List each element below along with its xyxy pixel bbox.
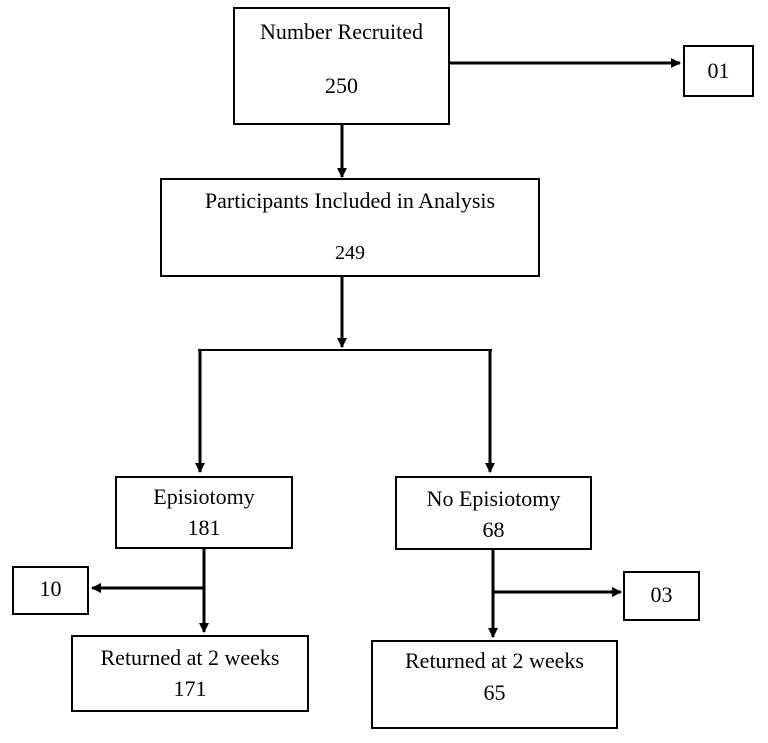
box-no-episiotomy-returned-label: Returned at 2 weeks bbox=[405, 648, 584, 673]
box-episiotomy: Episiotomy 181 bbox=[115, 476, 293, 549]
box-episiotomy-lost: 10 bbox=[12, 566, 89, 615]
box-excluded-initial-value: 01 bbox=[707, 58, 730, 83]
box-no-episiotomy: No Episiotomy 68 bbox=[395, 476, 592, 550]
box-no-episiotomy-value: 68 bbox=[482, 517, 505, 542]
box-episiotomy-returned: Returned at 2 weeks 171 bbox=[71, 635, 309, 712]
box-number-recruited-label: Number Recruited bbox=[259, 19, 424, 44]
box-no-episiotomy-returned-value: 65 bbox=[483, 680, 506, 705]
box-episiotomy-value: 181 bbox=[187, 515, 221, 540]
box-episiotomy-label: Episiotomy bbox=[153, 484, 255, 509]
box-episiotomy-lost-value: 10 bbox=[39, 576, 62, 601]
box-participants-analysis-value: 249 bbox=[335, 242, 365, 264]
box-no-episiotomy-lost-value: 03 bbox=[650, 582, 673, 607]
box-number-recruited: Number Recruited 250 bbox=[233, 7, 450, 125]
box-no-episiotomy-returned: Returned at 2 weeks 65 bbox=[371, 640, 618, 729]
box-participants-analysis-label: Participants Included in Analysis bbox=[204, 188, 496, 213]
box-episiotomy-returned-value: 171 bbox=[173, 676, 207, 701]
box-excluded-initial: 01 bbox=[683, 45, 754, 97]
box-no-episiotomy-label: No Episiotomy bbox=[426, 486, 561, 511]
box-participants-analysis: Participants Included in Analysis 249 bbox=[160, 178, 540, 277]
box-no-episiotomy-lost: 03 bbox=[623, 571, 700, 621]
box-episiotomy-returned-label: Returned at 2 weeks bbox=[100, 645, 280, 670]
box-number-recruited-value: 250 bbox=[325, 73, 358, 98]
